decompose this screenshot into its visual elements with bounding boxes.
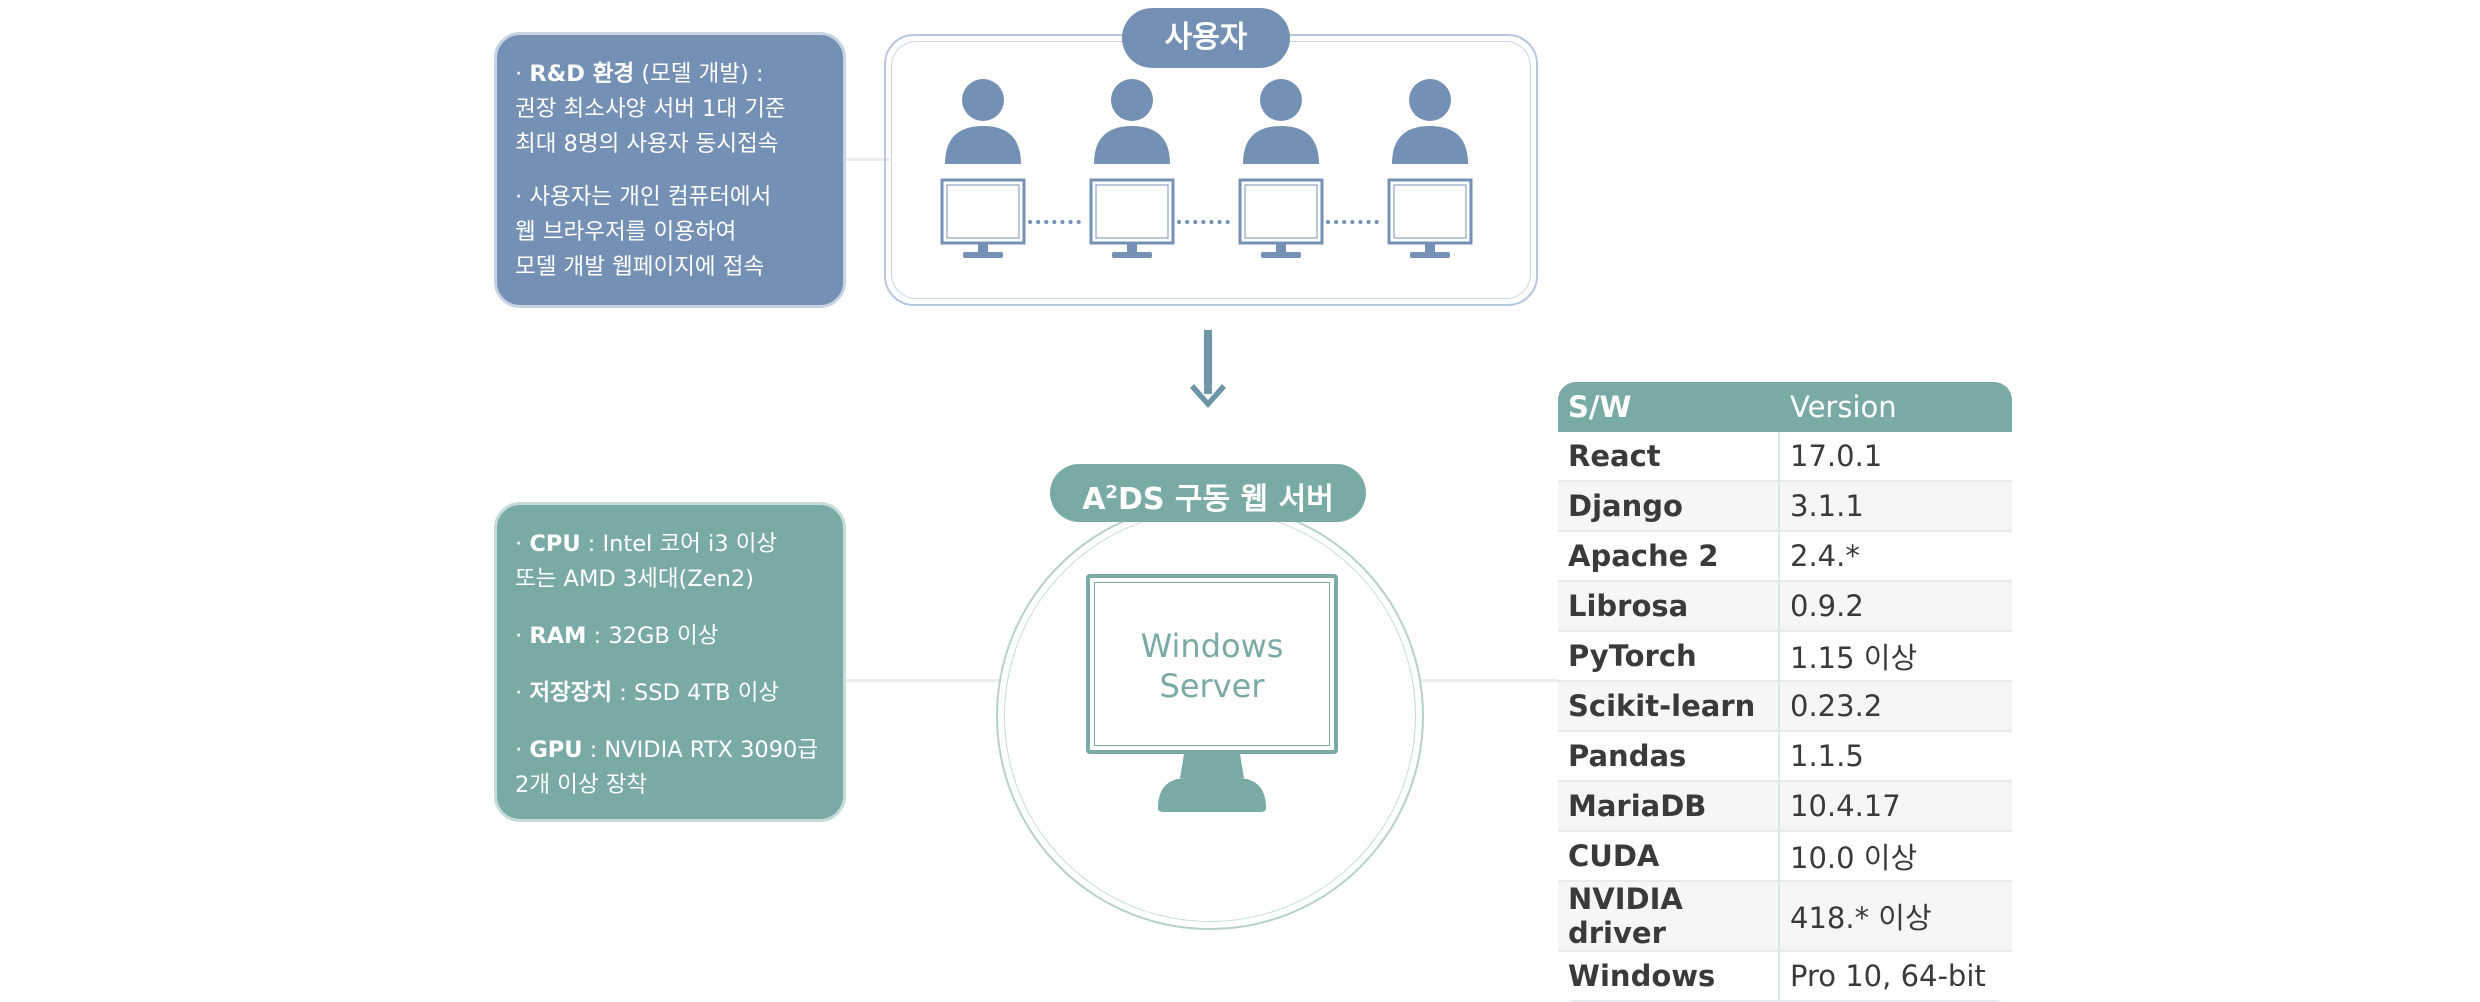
rnd-item-1: · R&D 환경 (모델 개발) : 권장 최소사양 서버 1대 기준 최대 8… <box>515 61 786 157</box>
spec-gpu: · GPU : NVIDIA RTX 3090급 2개 이상 장착 <box>515 737 819 798</box>
users-illustration <box>940 79 1473 258</box>
connector-line-spec <box>844 679 1000 682</box>
header-sw: S/W <box>1558 382 1780 432</box>
sw-version: 1.1.5 <box>1780 732 2012 782</box>
sw-version: Pro 10, 64-bit <box>1780 952 2012 1002</box>
sw-name: MariaDB <box>1558 782 1780 832</box>
connector-line-rnd <box>844 158 890 161</box>
computer-icon <box>1387 178 1473 258</box>
spec-storage: · 저장장치 : SSD 4TB 이상 <box>515 680 780 706</box>
sw-version: 2.4.* <box>1780 532 2012 582</box>
server-label: A2DS 구동 웹 서버 <box>1050 464 1366 522</box>
spec-ram: · RAM : 32GB 이상 <box>515 623 719 649</box>
sw-version: 0.23.2 <box>1780 682 2012 732</box>
sw-name: Scikit-learn <box>1558 682 1780 732</box>
computer-icon <box>1238 178 1324 258</box>
spec-cpu: · CPU : Intel 코어 i3 이상 또는 AMD 3세대(Zen2) <box>515 531 778 592</box>
monitor-text: Windows Server <box>1140 627 1284 705</box>
rnd-info-box: · R&D 환경 (모델 개발) : 권장 최소사양 서버 1대 기준 최대 8… <box>494 32 846 308</box>
sw-version: 3.1.1 <box>1780 482 2012 532</box>
sw-name: Windows <box>1558 952 1780 1002</box>
sw-version: 418.* 이상 <box>1780 882 2012 952</box>
header-version: Version <box>1780 382 2012 432</box>
spec-info-box: · CPU : Intel 코어 i3 이상 또는 AMD 3세대(Zen2) … <box>494 502 846 822</box>
server-monitor: Windows Server <box>1086 574 1338 754</box>
table-header-row: S/W Version <box>1558 382 2012 432</box>
sw-name: PyTorch <box>1558 632 1780 682</box>
sw-version: 10.4.17 <box>1780 782 2012 832</box>
sw-name: Django <box>1558 482 1780 532</box>
sw-version: 17.0.1 <box>1780 432 2012 482</box>
sw-version: 1.15 이상 <box>1780 632 2012 682</box>
user-icon <box>1094 79 1170 164</box>
monitor-stand-icon <box>1158 754 1266 812</box>
sw-name: React <box>1558 432 1780 482</box>
sw-name: Pandas <box>1558 732 1780 782</box>
user-icon <box>1243 79 1319 164</box>
sw-name: Librosa <box>1558 582 1780 632</box>
down-arrow-icon <box>1190 330 1226 408</box>
sw-name: NVIDIA driver <box>1558 882 1780 952</box>
computer-icon <box>940 178 1026 258</box>
sw-version: 10.0 이상 <box>1780 832 2012 882</box>
user-icon <box>945 79 1021 164</box>
sw-version: 0.9.2 <box>1780 582 2012 632</box>
sw-name: CUDA <box>1558 832 1780 882</box>
rnd-item-2: · 사용자는 개인 컴퓨터에서 웹 브라우저를 이용하여 모델 개발 웹페이지에… <box>515 184 772 280</box>
sw-name: Apache 2 <box>1558 532 1780 582</box>
users-label: 사용자 <box>1122 8 1290 68</box>
computer-icon <box>1089 178 1175 258</box>
connector-line-table <box>1420 679 1560 682</box>
user-icon <box>1392 79 1468 164</box>
